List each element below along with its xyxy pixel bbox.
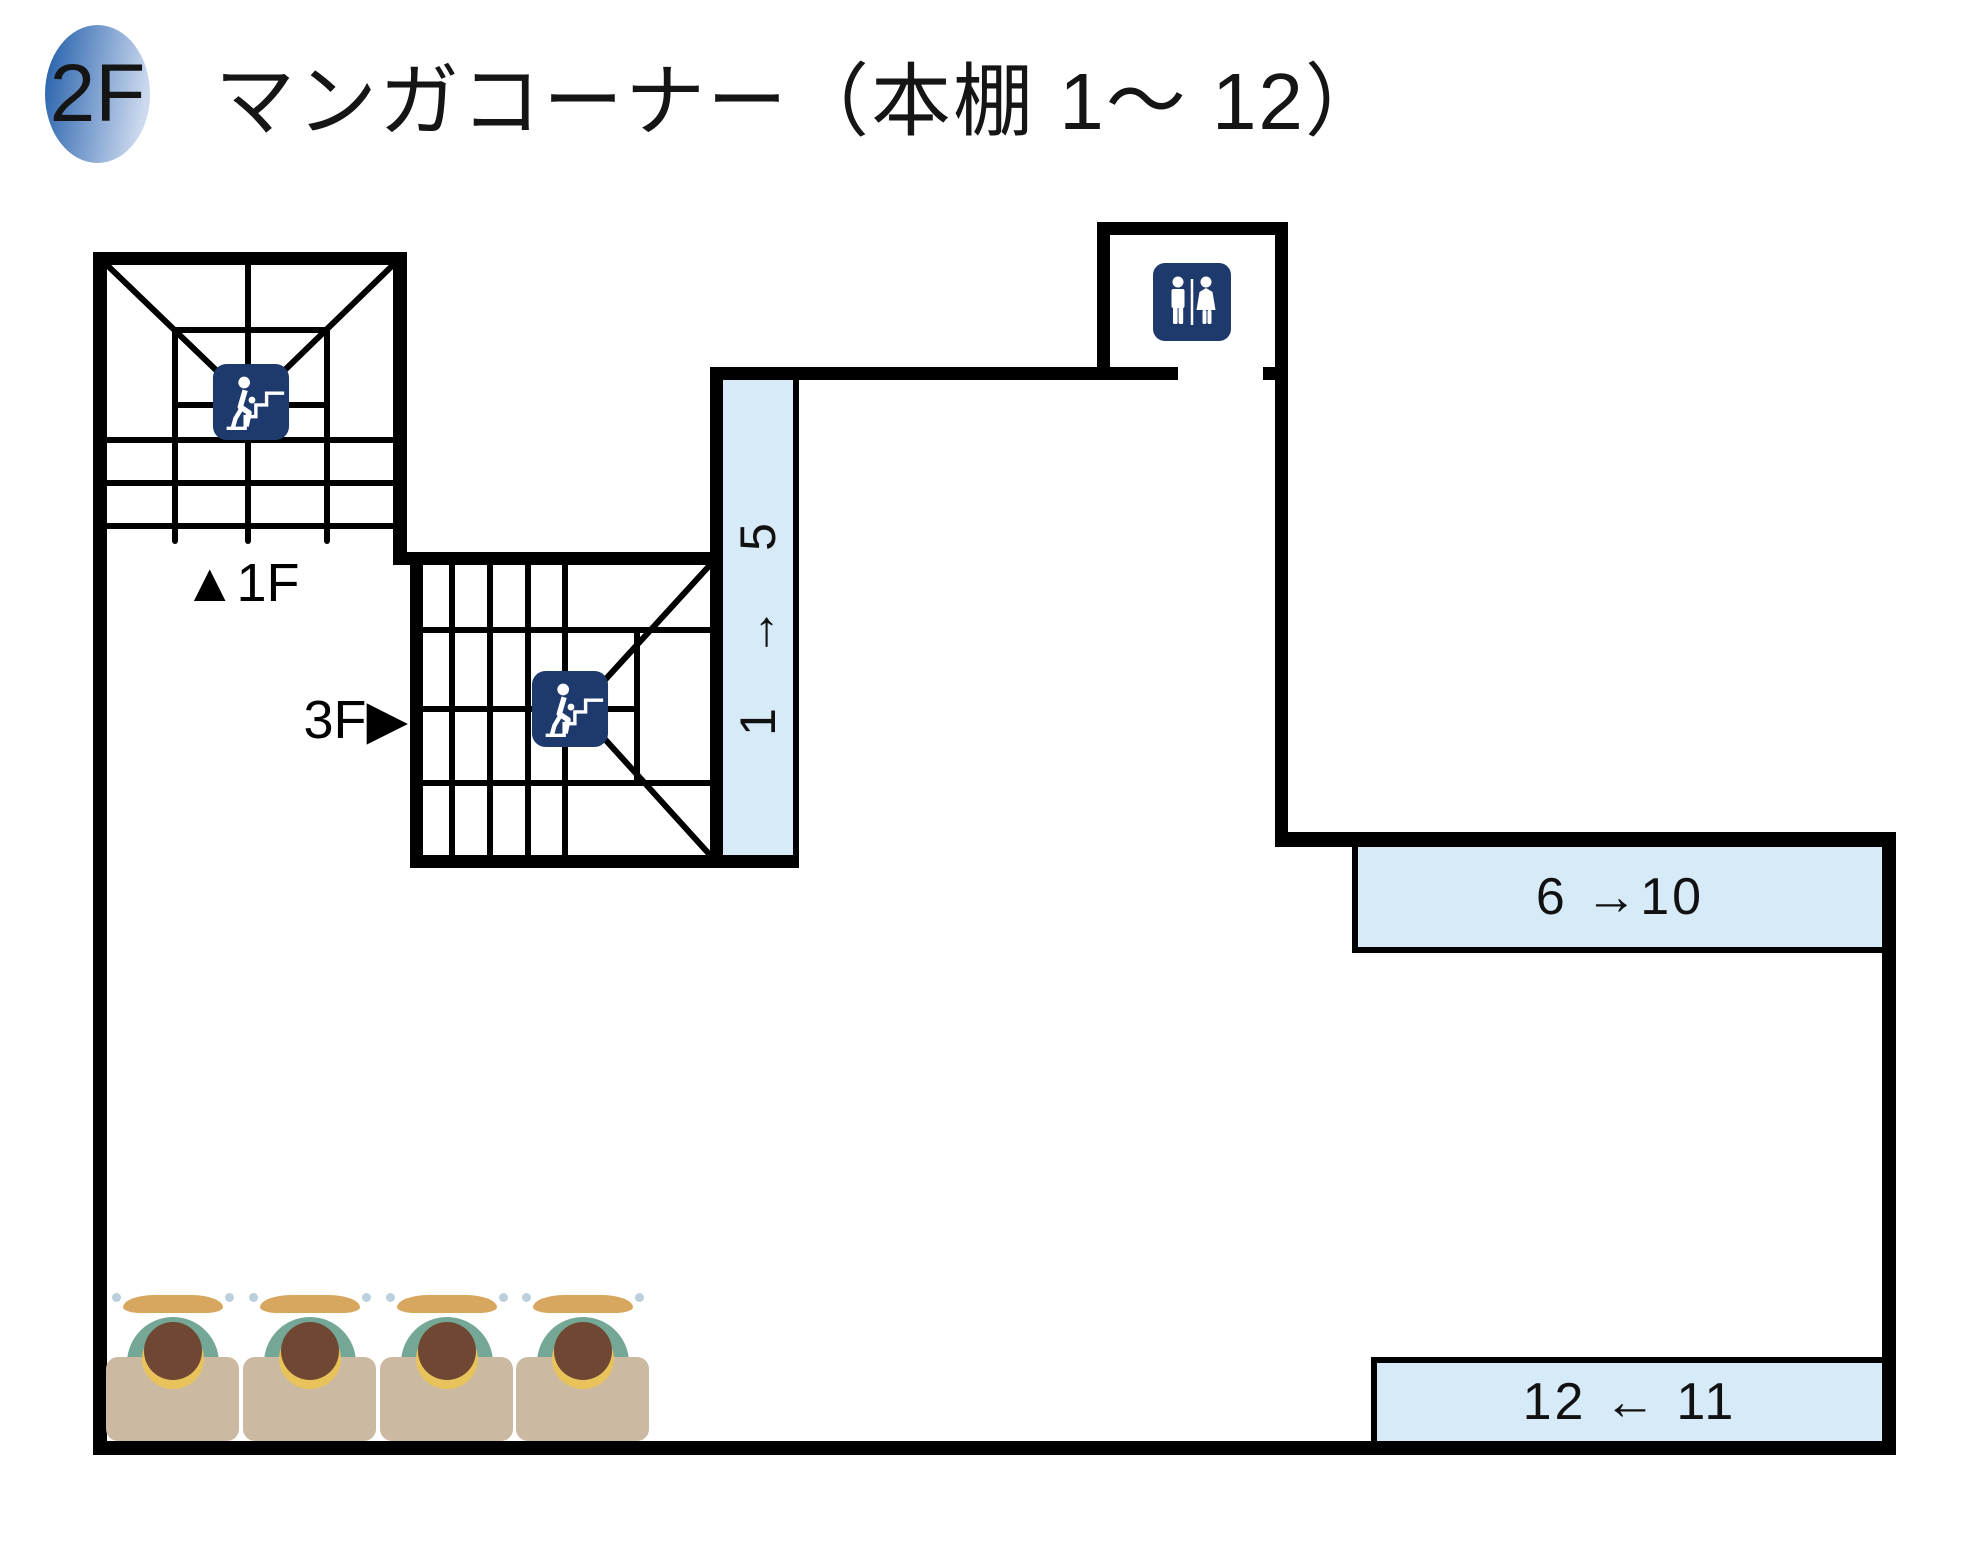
chair-post-icon bbox=[225, 1293, 234, 1302]
wall-corridor-top bbox=[710, 367, 1178, 380]
stairs-icon bbox=[212, 363, 290, 441]
reading-seat bbox=[377, 1293, 517, 1443]
person-head bbox=[281, 1322, 339, 1380]
wall-stair2-bottom bbox=[410, 855, 799, 868]
chair-post-icon bbox=[522, 1293, 531, 1302]
reading-seat bbox=[513, 1293, 653, 1443]
shelf-run-6-10-label: 6 →10 bbox=[1535, 868, 1705, 926]
floor-badge-label: 2F bbox=[49, 48, 146, 139]
staircase-2-plan bbox=[420, 562, 713, 858]
wall-shelfrun1-left bbox=[710, 367, 723, 868]
restroom-icon bbox=[1153, 263, 1231, 341]
wall-bottom bbox=[93, 1441, 1896, 1455]
person-head bbox=[554, 1322, 612, 1380]
chair-back bbox=[397, 1295, 497, 1313]
chair-post-icon bbox=[362, 1293, 371, 1302]
wall-restroom-left bbox=[1097, 222, 1110, 380]
shelf-run-1-5-arrow: → bbox=[730, 607, 786, 657]
shelf-run-12-11-label: 12 ← 11 bbox=[1522, 1373, 1737, 1431]
wall-stair1-right bbox=[393, 252, 407, 565]
wall-right bbox=[1882, 832, 1896, 1455]
reading-seat bbox=[103, 1293, 243, 1443]
chair-back bbox=[260, 1295, 360, 1313]
wall-stair2-top bbox=[393, 552, 723, 565]
stairs-down-1f-label: ▲1F bbox=[183, 553, 300, 613]
stairs-icon bbox=[531, 670, 609, 748]
chair-post-icon bbox=[499, 1293, 508, 1302]
wall-left bbox=[93, 252, 107, 1455]
chair-post-icon bbox=[249, 1293, 258, 1302]
chair-back bbox=[123, 1295, 223, 1313]
stairs-up-3f-label: 3F▶ bbox=[303, 690, 408, 750]
wall-stair1-top bbox=[93, 252, 407, 265]
shelf-run-1-5-end: 5 bbox=[730, 523, 786, 551]
page-title: マンガコーナー（本棚 1〜 12） bbox=[215, 57, 1387, 146]
wall-right-section-top bbox=[1275, 832, 1896, 847]
chair-post-icon bbox=[635, 1293, 644, 1302]
floor-badge: 2F bbox=[45, 25, 150, 163]
shelf-run-6-10: 6 →10 bbox=[1352, 847, 1882, 953]
chair-back bbox=[533, 1295, 633, 1313]
wall-stair2-left bbox=[410, 552, 423, 868]
shelf-run-1-5-start: 1 bbox=[730, 708, 786, 736]
wall-restroom-top bbox=[1097, 222, 1288, 235]
reading-seat bbox=[240, 1293, 380, 1443]
shelf-run-1-5: 5 → 1 bbox=[723, 380, 799, 855]
person-head bbox=[418, 1322, 476, 1380]
person-head bbox=[144, 1322, 202, 1380]
chair-post-icon bbox=[386, 1293, 395, 1302]
wall-restroom-right bbox=[1275, 222, 1288, 845]
chair-post-icon bbox=[112, 1293, 121, 1302]
shelf-run-12-11: 12 ← 11 bbox=[1371, 1357, 1882, 1441]
